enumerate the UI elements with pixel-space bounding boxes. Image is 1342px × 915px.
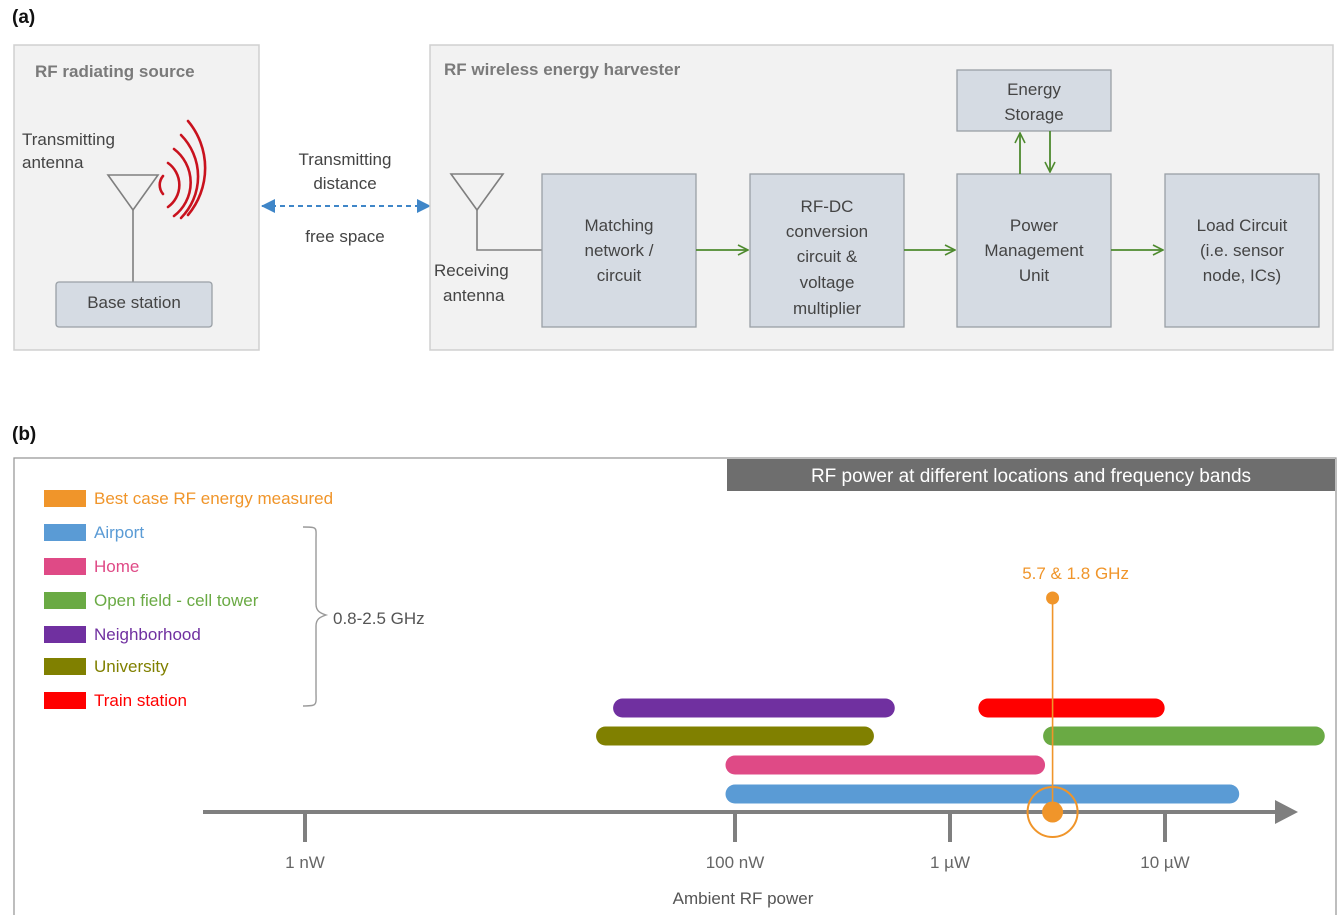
legend-label: Neighborhood xyxy=(94,625,201,644)
svg-text:multiplier: multiplier xyxy=(793,299,861,318)
svg-text:conversion: conversion xyxy=(786,222,868,241)
legend-label: Train station xyxy=(94,691,187,710)
receiving-antenna-icon xyxy=(449,173,542,251)
x-axis-arrowhead xyxy=(1275,800,1298,824)
legend-label: Home xyxy=(94,557,139,576)
x-axis-label: Ambient RF power xyxy=(673,889,814,908)
load-circuit-text: Load Circuit (i.e. sensor node, ICs) xyxy=(1197,216,1288,285)
best-case-ring xyxy=(1026,786,1079,838)
svg-text:(i.e. sensor: (i.e. sensor xyxy=(1200,241,1284,260)
rf-dc-conversion-text: RF-DC conversion circuit & voltage multi… xyxy=(786,197,868,318)
x-tick-label: 100 nW xyxy=(706,853,765,872)
legend-brace xyxy=(302,526,329,707)
panel-b-label: (b) xyxy=(12,424,36,445)
svg-text:circuit: circuit xyxy=(597,266,642,285)
svg-text:Storage: Storage xyxy=(1004,105,1064,124)
x-tick-label: 10 µW xyxy=(1140,853,1189,872)
legend-swatch xyxy=(44,558,86,575)
chart-title: RF power at different locations and freq… xyxy=(811,466,1251,487)
svg-text:node, ICs): node, ICs) xyxy=(1203,266,1281,285)
energy-storage-text: Energy Storage xyxy=(1004,80,1064,124)
best-case-top-dot xyxy=(1046,591,1060,605)
tx-antenna-label-1: Transmitting xyxy=(22,130,115,149)
matching-network-text: Matching network / circuit xyxy=(585,216,654,285)
best-case-dot xyxy=(1042,801,1064,823)
legend-label: Airport xyxy=(94,523,144,542)
rx-antenna-label-1: Receiving xyxy=(434,261,509,280)
legend-swatch xyxy=(44,524,86,541)
rf-dc-conversion-block xyxy=(749,173,905,328)
tx-antenna-label-2: antenna xyxy=(22,153,84,172)
base-station-label: Base station xyxy=(87,293,181,312)
rf-source-title: RF radiating source xyxy=(35,62,195,81)
svg-text:network /: network / xyxy=(585,241,654,260)
chart-title-banner xyxy=(727,459,1335,491)
matching-network-block xyxy=(541,173,697,328)
svg-text:Power: Power xyxy=(1010,216,1059,235)
energy-storage-block xyxy=(956,69,1112,132)
legend-label: University xyxy=(94,657,169,676)
svg-text:Matching: Matching xyxy=(585,216,654,235)
rx-antenna-label-2: antenna xyxy=(443,286,505,305)
distance-label-1: Transmitting xyxy=(299,150,392,169)
harvester-title: RF wireless energy harvester xyxy=(444,60,681,79)
x-tick-label: 1 µW xyxy=(930,853,970,872)
svg-text:Management: Management xyxy=(984,241,1084,260)
legend-label: Best case RF energy measured xyxy=(94,489,333,508)
panel-a-label: (a) xyxy=(12,7,35,28)
legend-swatch xyxy=(44,626,86,643)
load-circuit-block xyxy=(1164,173,1320,328)
svg-text:Load Circuit: Load Circuit xyxy=(1197,216,1288,235)
distance-label-2: distance xyxy=(313,174,376,193)
best-case-label: 5.7 & 1.8 GHz xyxy=(1022,564,1129,583)
legend-swatch xyxy=(44,692,86,709)
legend-swatch xyxy=(44,658,86,675)
range-bars xyxy=(596,698,1325,804)
panel-b-frame xyxy=(13,457,1337,915)
free-space-label: free space xyxy=(305,227,384,246)
base-station-box xyxy=(55,281,213,328)
x-tick-label: 1 nW xyxy=(285,853,325,872)
legend-swatch xyxy=(44,490,86,507)
svg-text:Energy: Energy xyxy=(1007,80,1061,99)
legend: Best case RF energy measuredAirportHomeO… xyxy=(44,489,333,710)
legend-swatch xyxy=(44,592,86,609)
svg-text:RF-DC: RF-DC xyxy=(801,197,854,216)
radio-waves-icon xyxy=(158,119,207,220)
svg-text:Unit: Unit xyxy=(1019,266,1050,285)
power-management-block xyxy=(956,173,1112,328)
legend-label: Open field - cell tower xyxy=(94,591,259,610)
transmitting-antenna-icon xyxy=(106,174,160,282)
svg-text:voltage: voltage xyxy=(800,273,855,292)
power-management-text: Power Management Unit xyxy=(984,216,1084,285)
band-label: 0.8-2.5 GHz xyxy=(333,609,425,628)
svg-text:circuit &: circuit & xyxy=(797,247,858,266)
best-case-points: 5.7 & 1.8 GHz2.4 GHz xyxy=(1022,564,1129,838)
